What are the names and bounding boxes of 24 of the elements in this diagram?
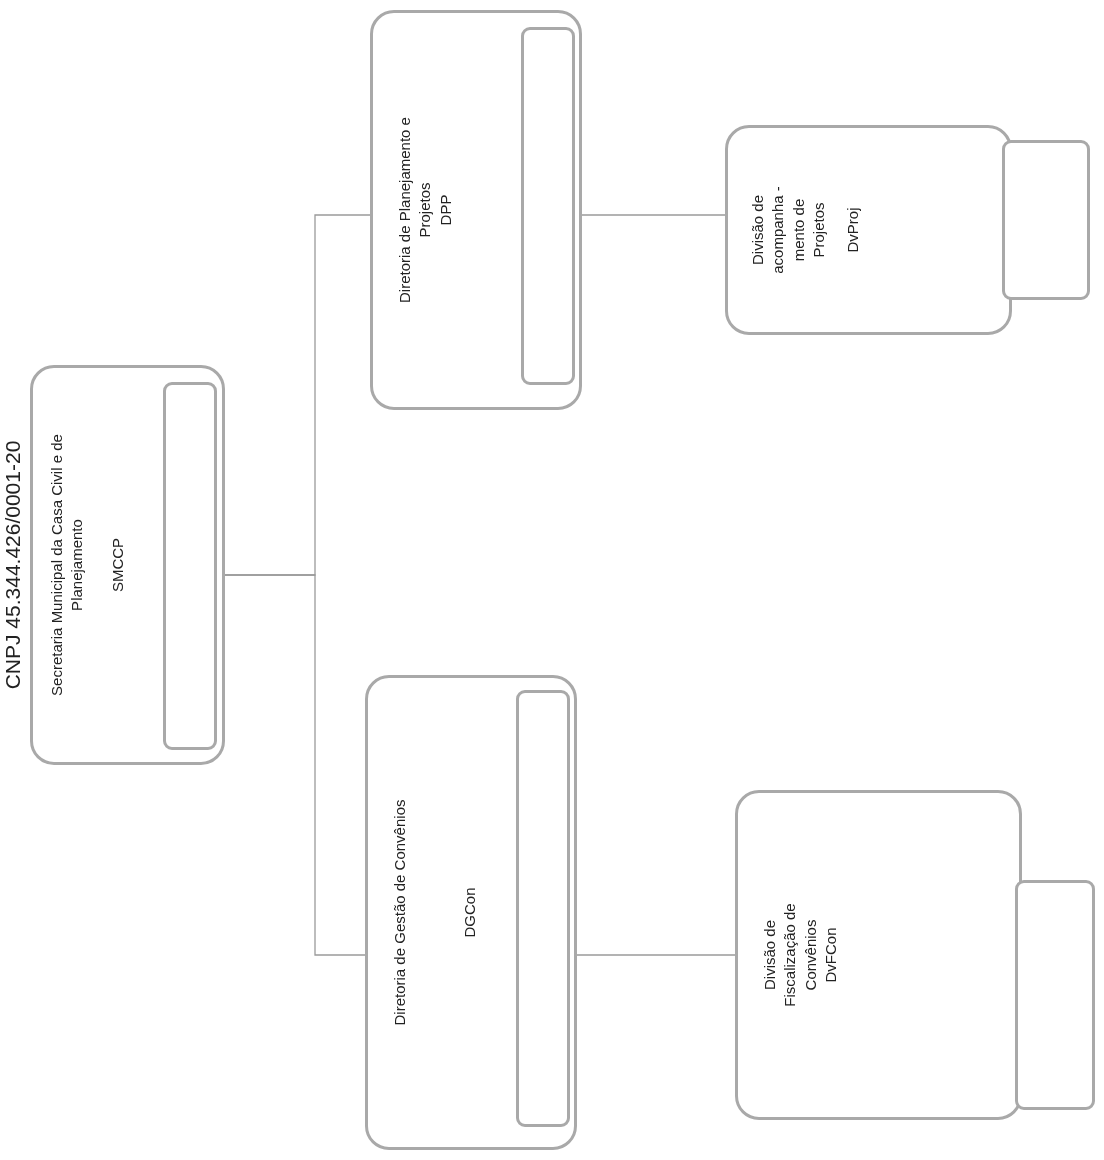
unit-name: Diretoria de Planejamento e Projetos [395,116,435,305]
unit-name: Secretaria Municipal da Casa Civil e de Planejamento [47,433,87,698]
connector-line [224,214,371,576]
tab-box [163,382,217,750]
tab-box [1002,140,1090,300]
unit-box [735,790,1022,1120]
unit-name: Divisão de Fiscalização de Convênios [760,902,820,1009]
unit-name: Diretoria de Gestão de Convênios [390,799,409,1026]
connector-line [581,214,726,216]
unit-box [370,10,582,410]
tab-box [516,690,570,1127]
connector-line [576,954,736,956]
header-text: CNPJ 45.344.426/0001-20 [0,439,25,692]
unit-box [365,675,577,1150]
unit-acronym: SMCCP [107,537,127,593]
unit-acronym: DGCon [460,887,480,938]
unit-box [30,365,225,765]
tab-box [521,27,575,385]
unit-acronym: DvProj [843,207,862,253]
tab-box [1015,880,1095,1110]
unit-name: Divisão de acompanha -mento de Projetos [748,185,828,276]
unit-box [725,125,1012,335]
unit-acronym: DPP [435,194,455,226]
unit-acronym: DvFCon [820,927,840,983]
